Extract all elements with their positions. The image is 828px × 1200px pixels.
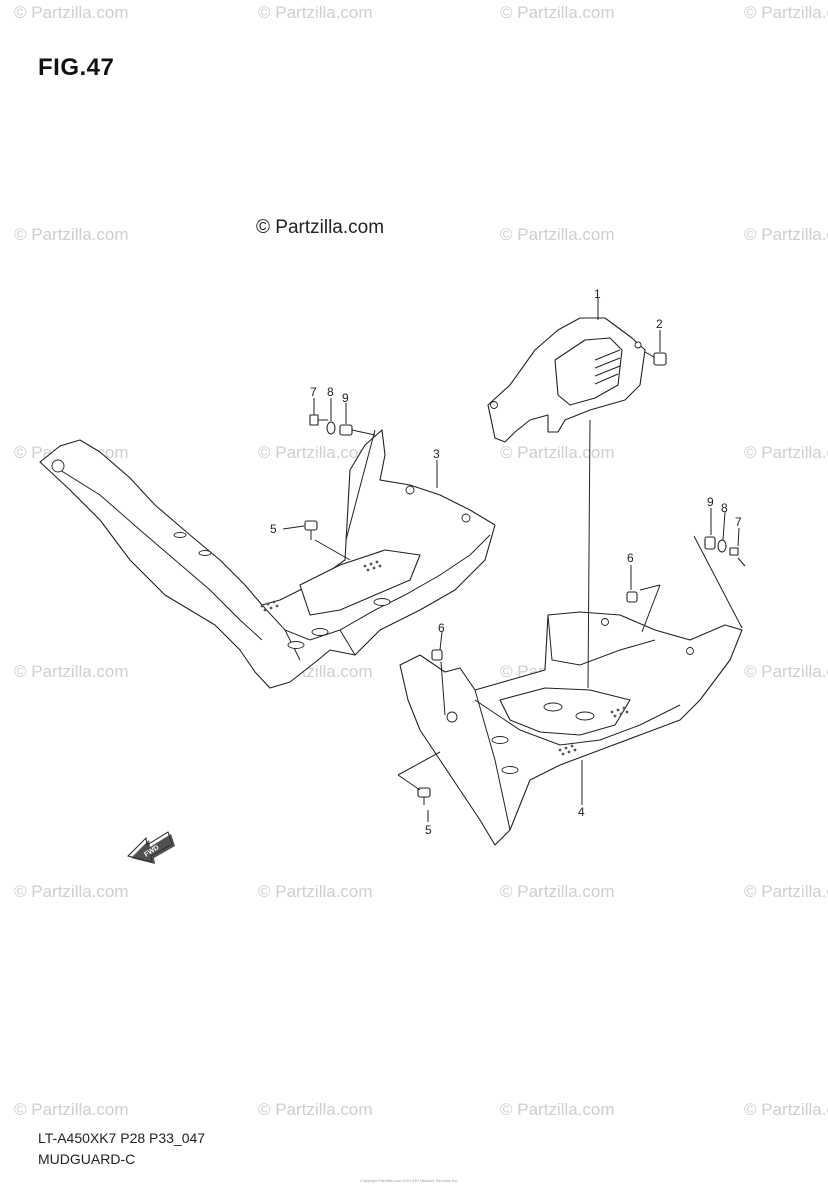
callout-4: 4 [578, 805, 585, 819]
leader-lines [282, 298, 743, 822]
callout-5: 5 [270, 522, 277, 536]
bolt-5-lower[interactable] [417, 787, 431, 805]
watermark: © Partzilla.com [258, 443, 373, 462]
watermark: © Partzilla.com [258, 3, 373, 22]
fine-print: Copyright Partzilla.com 2024 ARI Network… [360, 1178, 459, 1183]
callout-2: 2 [656, 317, 663, 331]
callout-9: 9 [707, 495, 714, 509]
part-2-nut[interactable] [644, 351, 667, 366]
watermark: © Partzilla.com [14, 3, 129, 22]
figure-title: FIG.47 [38, 54, 115, 81]
watermark: © Partzilla.com [744, 225, 828, 244]
watermark: © Partzilla.com [500, 1100, 615, 1119]
watermark: © Partzilla.com [500, 225, 615, 244]
watermark: © Partzilla.com [14, 662, 129, 681]
callout-9: 9 [342, 391, 349, 405]
center-watermark: © Partzilla.com [256, 217, 385, 238]
fwd-arrow-icon: FWD [127, 831, 175, 864]
model-code: LT-A450XK7 P28 P33_047 [38, 1130, 206, 1146]
watermark: © Partzilla.com [14, 225, 129, 244]
watermark: © Partzilla.com [500, 443, 615, 462]
callout-7: 7 [735, 515, 742, 529]
watermark: © Partzilla.com [500, 3, 615, 22]
callout-labels: 1 2 3 4 5 5 6 6 7 7 8 8 9 9 [270, 287, 742, 837]
watermark: © Partzilla.com [744, 3, 828, 22]
watermark: © Partzilla.com [500, 882, 615, 901]
watermark: © Partzilla.com [258, 1100, 373, 1119]
callout-3: 3 [433, 447, 440, 461]
watermark: © Partzilla.com [14, 882, 129, 901]
nut-6-right[interactable] [626, 591, 638, 603]
callout-1: 1 [594, 287, 601, 301]
part-4-right-mudguard[interactable] [399, 611, 743, 846]
callout-5: 5 [425, 823, 432, 837]
watermark: © Partzilla.com [744, 1100, 828, 1119]
callout-6: 6 [627, 551, 634, 565]
part-3-left-mudguard[interactable] [39, 429, 496, 689]
fastener-stack-left[interactable] [309, 414, 376, 436]
watermark: © Partzilla.com [744, 662, 828, 681]
callout-8: 8 [327, 385, 334, 399]
callout-6: 6 [438, 621, 445, 635]
watermark: © Partzilla.com [744, 882, 828, 901]
part-1-cover[interactable] [487, 317, 646, 443]
watermark: © Partzilla.com [258, 882, 373, 901]
nut-6-left[interactable] [431, 649, 443, 661]
watermark: © Partzilla.com [14, 1100, 129, 1119]
callout-8: 8 [721, 501, 728, 515]
fastener-stack-right[interactable] [704, 536, 746, 567]
bolt-5-upper[interactable] [304, 520, 318, 540]
part-name: MUDGUARD-C [38, 1151, 136, 1167]
watermark: © Partzilla.com [744, 443, 828, 462]
callout-7: 7 [310, 385, 317, 399]
